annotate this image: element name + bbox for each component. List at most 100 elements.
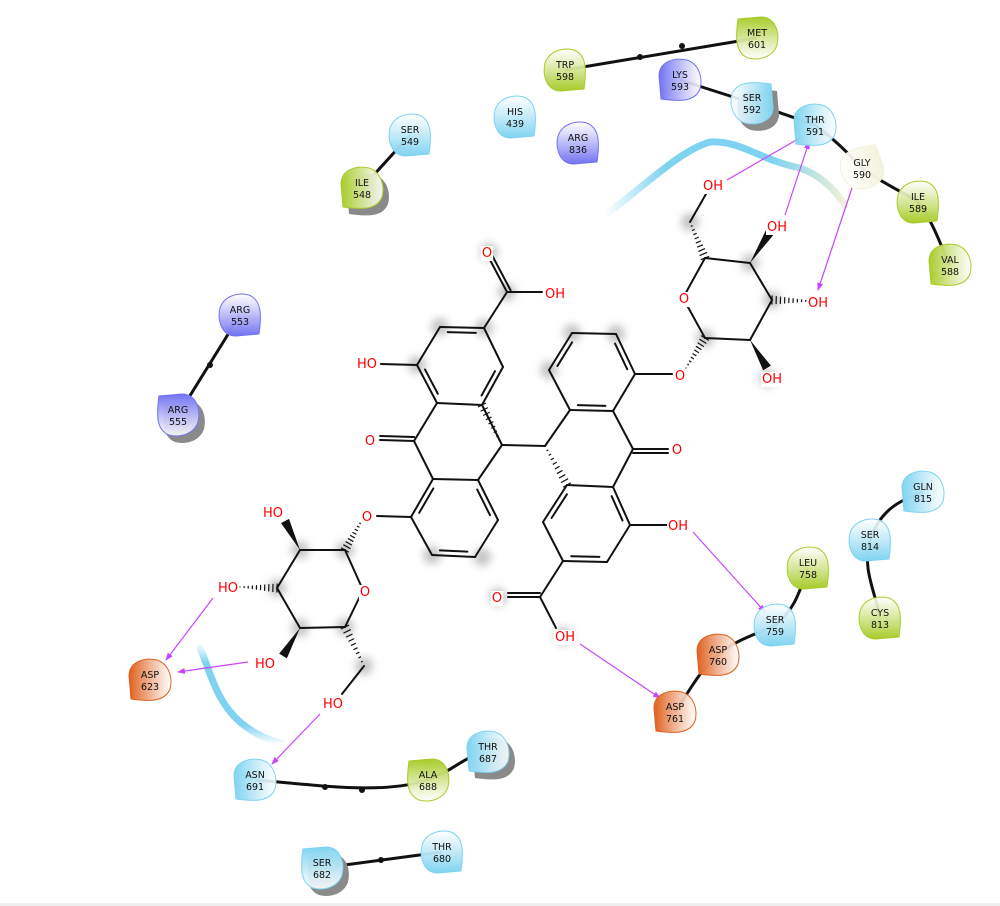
backbone-gap-dot [207,362,213,368]
double-bond [439,326,485,329]
double-bond-inner [418,487,435,514]
bond [542,521,564,562]
double-bond-inner [576,404,607,407]
atom-label: OH [767,220,787,235]
hydrogen-bond-layer [165,134,853,765]
hydrogen-bond-arrow [692,531,766,613]
residue-number: 588 [941,267,959,278]
residue-shape [901,470,945,513]
double-bond [569,409,614,412]
residue-shape [696,633,740,676]
residue-shape [543,48,586,92]
residue-number: 836 [569,145,587,156]
residue-shape [407,758,450,802]
bottom-divider [0,903,1000,906]
atom-label-bg [760,372,784,387]
atom-label: O [482,246,492,261]
residue-name: GLY [853,158,870,169]
solid-wedge-bond [750,340,771,371]
hydrogen-bond-arrow [177,661,249,674]
residue-name: LYS [672,70,688,81]
residue-shape [466,730,510,773]
residue-number: 593 [671,82,689,93]
bond [749,299,773,341]
double-bond [477,479,499,521]
residue-name: ARG [568,133,588,144]
bond [571,332,617,335]
atom-label-bg [360,510,374,525]
bond [483,327,504,368]
residue-shape [157,393,200,437]
atom-label: O [672,443,682,458]
residue-shape [896,180,939,224]
residue-name: VAL [941,255,959,266]
residue-name: ILE [911,192,925,203]
atom-label-bg [321,697,345,712]
atom-label: O [365,434,375,449]
double-bond-inner [476,488,491,517]
hashed-wedge-bond [544,445,572,488]
residue-name: SER [401,125,420,136]
residue-name: SER [313,858,332,869]
ligand-bonds [239,193,811,695]
residue-number: 687 [479,754,497,765]
hydrogen-bond-arrow [271,713,321,765]
residue-shape [736,16,779,60]
residue-number: 813 [871,620,889,631]
hashed-wedge-bond [477,402,503,446]
residue-name: ILE [355,178,369,189]
double-bond-second [379,435,416,439]
bond [276,549,301,589]
bond [436,402,483,406]
residue-number: 590 [853,170,871,181]
hydrogen-bond-arrow [817,187,853,291]
residue-shape [839,144,885,190]
bond [566,484,614,488]
residue-number: 814 [861,542,879,553]
residue-name: ASN [245,770,265,781]
atom-label-bg [806,296,830,311]
atom-label-bg [253,657,277,672]
double-bond [612,486,631,526]
residue-shape [793,103,837,146]
residue-shape [653,690,697,733]
residue-name: HIS [507,107,523,118]
residue-number: 589 [909,204,927,215]
residue-shape [493,95,536,139]
double-bond [410,478,434,518]
bond [501,444,546,447]
residue-name: ALA [419,770,438,781]
double-bond-second [491,255,512,292]
hydrogen-bond-arrow [165,597,214,661]
atom-label-bg [666,519,690,534]
atom-label: HO [255,657,275,672]
solid-wedge-bond [279,628,300,659]
